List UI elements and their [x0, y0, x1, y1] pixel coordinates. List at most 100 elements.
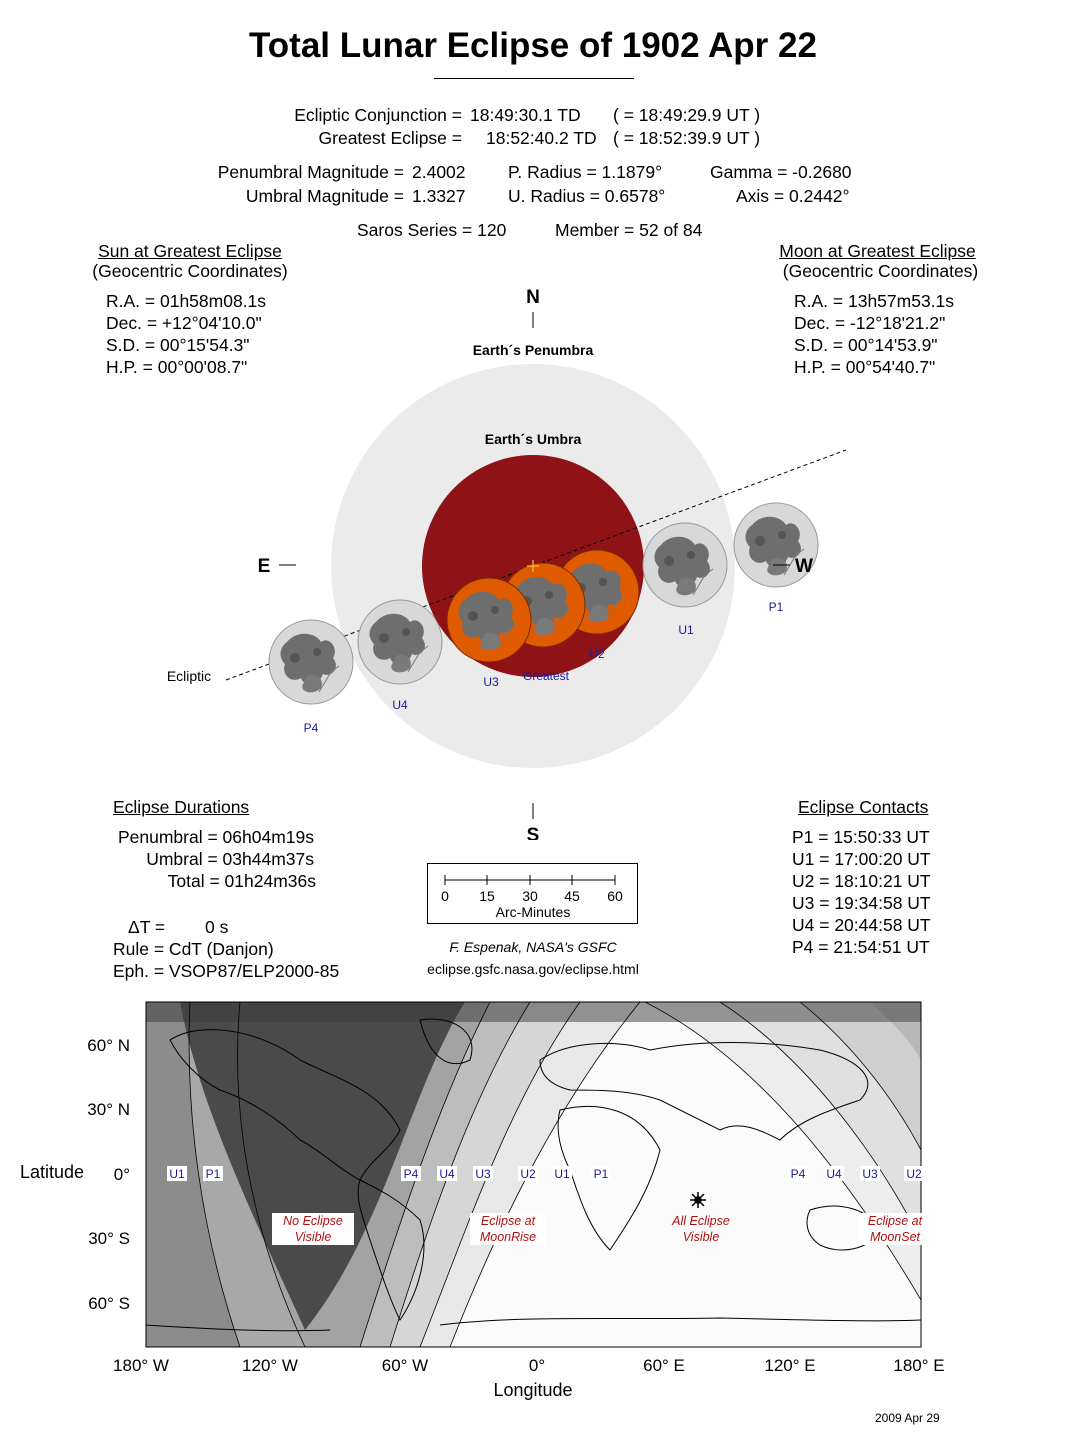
zone-no-eclipse-line1: No Eclipse: [283, 1214, 343, 1228]
umbra-label: Earth´s Umbra: [485, 431, 582, 447]
penumbra-label: Earth´s Penumbra: [473, 342, 594, 358]
greatest-eclipse-td: 18:52:40.2 TD: [486, 128, 597, 148]
duration-umbral: Umbral = 03h44m37s: [146, 849, 314, 869]
conjunction-label: Ecliptic Conjunction =: [294, 105, 462, 125]
map-label-p1-west: P1: [206, 1167, 221, 1181]
conjunction-td: 18:49:30.1 TD: [470, 105, 581, 125]
map-label-u4-west: U4: [439, 1167, 455, 1181]
map-label-u4-east: U4: [826, 1167, 842, 1181]
sun-heading: Sun at Greatest Eclipse: [98, 241, 282, 261]
map-label-p4-east: P4: [791, 1167, 806, 1181]
scale-tick-30: 30: [522, 888, 538, 904]
credit-author: F. Espenak, NASA's GSFC: [449, 939, 617, 955]
zone-left-band-2: [146, 1002, 240, 1347]
latitude-axis-label: Latitude: [20, 1162, 84, 1182]
lon-label-120w: 120° W: [242, 1356, 298, 1375]
lat-label-30n: 30° N: [87, 1100, 130, 1119]
zone-all-eclipse-line1: All Eclipse: [671, 1214, 730, 1228]
durations-heading: Eclipse Durations: [113, 797, 250, 817]
sun-ra: R.A. = 01h58m08.1s: [106, 291, 267, 311]
map-label-u2-east: U2: [906, 1167, 922, 1181]
zone-all-eclipse-line2: Visible: [683, 1230, 720, 1244]
page-title: Total Lunar Eclipse of 1902 Apr 22: [249, 26, 817, 65]
eclipse-path-diagram: N S E W Earth´s Penumbra Earth´s Umbra E…: [167, 287, 847, 840]
moon-coordinates-note: (Geocentric Coordinates): [782, 261, 979, 281]
contacts-heading: Eclipse Contacts: [798, 797, 929, 817]
greatest-eclipse-label: Greatest Eclipse =: [318, 128, 462, 148]
zone-moonrise-line1: Eclipse at: [481, 1214, 536, 1228]
visibility-map: U1 P1 P4 U4 U3 U2 U1 P1 P4 U4 U3 U2 No E…: [20, 1001, 945, 1400]
lat-label-0: 0°: [114, 1165, 130, 1184]
scale-tick-15: 15: [479, 888, 495, 904]
moon-u4: [357, 599, 443, 685]
contact-label-u2: U2: [589, 647, 605, 661]
umbra-radius: U. Radius = 0.6578°: [508, 186, 666, 206]
moon-p1: [733, 502, 819, 588]
south-label: S: [527, 825, 540, 840]
contact-u4: U4 = 20:44:58 UT: [792, 915, 931, 935]
map-contact-labels: U1 P1 P4 U4 U3 U2 U1 P1 P4 U4 U3 U2: [167, 1166, 924, 1181]
moon-ra: R.A. = 13h57m53.1s: [794, 291, 955, 311]
zone-labels: No Eclipse Visible Eclipse at MoonRise A…: [272, 1213, 931, 1245]
map-label-p4-west: P4: [404, 1167, 419, 1181]
zone-moonset-line2: MoonSet: [870, 1230, 921, 1244]
zone-moonrise-line2: MoonRise: [480, 1230, 536, 1244]
lat-label-60n: 60° N: [87, 1036, 130, 1055]
zone-no-eclipse: [180, 1002, 465, 1330]
longitude-axis-label: Longitude: [493, 1380, 572, 1400]
zone-no-eclipse-line2: Visible: [295, 1230, 332, 1244]
greatest-eclipse-ut: ( = 18:52:39.9 UT ): [613, 128, 761, 148]
sun-coordinates-note: (Geocentric Coordinates): [92, 261, 288, 281]
gamma: Gamma = -0.2680: [710, 162, 852, 182]
lon-label-60w: 60° W: [382, 1356, 428, 1375]
shadow-center-marker: [527, 560, 539, 572]
ephemeris: Eph. = VSOP87/ELP2000-85: [113, 961, 340, 981]
moon-hp: H.P. = 00°54'40.7": [794, 357, 936, 377]
scale-tick-45: 45: [564, 888, 580, 904]
longitude-tick-labels: 180° W 120° W 60° W 0° 60° E 120° E 180°…: [113, 1356, 945, 1375]
arctic-shade: [146, 1002, 921, 1022]
lon-label-120e: 120° E: [764, 1356, 815, 1375]
sun-hp: H.P. = 00°00'08.7": [106, 357, 248, 377]
contact-label-u1: U1: [678, 623, 694, 637]
duration-penumbral: Penumbral = 06h04m19s: [117, 827, 314, 847]
scale-tick-0: 0: [441, 888, 449, 904]
saros-series: Saros Series = 120: [357, 220, 507, 240]
map-label-u3-west: U3: [475, 1167, 491, 1181]
contact-u3: U3 = 19:34:58 UT: [792, 893, 931, 913]
zone-moonset-3: [800, 1002, 921, 1150]
latitude-tick-labels: 60° N 30° N 0° 30° S 60° S: [87, 1036, 130, 1313]
delta-t-label: ΔT =: [128, 917, 166, 937]
greatest-label: Greatest: [523, 669, 570, 683]
zone-moonset-line1: Eclipse at: [868, 1214, 923, 1228]
penumbral-magnitude-label: Penumbral Magnitude =: [217, 162, 404, 182]
moon-u3: [446, 577, 532, 663]
moon-sd: S.D. = 00°14'53.9": [794, 335, 938, 355]
lon-label-0: 0°: [529, 1356, 545, 1375]
credit-url: eclipse.gsfc.nasa.gov/eclipse.html: [427, 961, 639, 977]
scale-tick-60: 60: [607, 888, 623, 904]
axis: Axis = 0.2442°: [736, 186, 850, 206]
ecliptic-label: Ecliptic: [167, 668, 211, 684]
conjunction-ut: ( = 18:49:29.9 UT ): [613, 105, 761, 125]
umbral-magnitude-label: Umbral Magnitude =: [245, 186, 404, 206]
coastlines: [146, 1018, 921, 1332]
moon-dec: Dec. = -12°18'21.2": [794, 313, 946, 333]
arc-minute-scale: 0 15 30 45 60 Arc-Minutes: [427, 863, 638, 924]
contact-curves: [188, 1002, 921, 1347]
lon-label-180e: 180° E: [893, 1356, 944, 1375]
scale-label: Arc-Minutes: [496, 904, 571, 920]
title-divider: [434, 78, 634, 79]
penumbral-magnitude: 2.4002: [412, 162, 466, 182]
umbral-magnitude: 1.3327: [412, 186, 466, 206]
moon-heading: Moon at Greatest Eclipse: [779, 241, 976, 261]
moon-u1: [642, 522, 728, 608]
contact-p4: P4 = 21:54:51 UT: [792, 937, 930, 957]
lon-label-60e: 60° E: [643, 1356, 685, 1375]
contact-label-u4: U4: [392, 698, 408, 712]
saros-member: Member = 52 of 84: [555, 220, 703, 240]
lon-label-180w: 180° W: [113, 1356, 169, 1375]
map-label-u1-west: U1: [169, 1167, 185, 1181]
rule: Rule = CdT (Danjon): [113, 939, 274, 959]
contact-label-u3: U3: [483, 675, 499, 689]
